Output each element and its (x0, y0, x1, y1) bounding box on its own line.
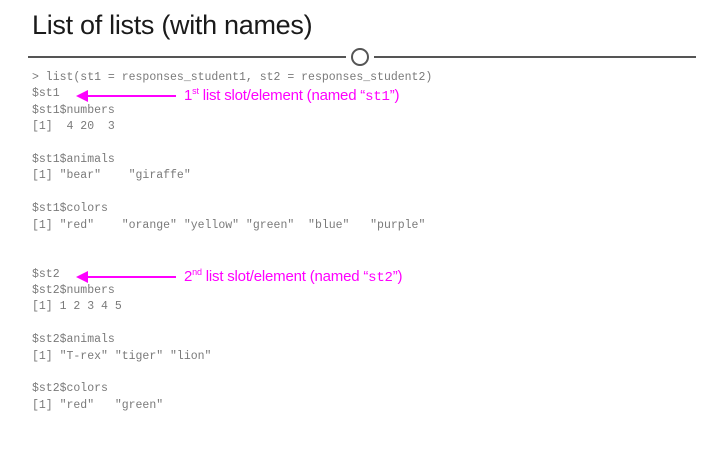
blank-line (32, 316, 432, 332)
blank-line (32, 136, 432, 152)
callout-st2: 2nd list slot/element (named “st2”) (76, 267, 403, 286)
code-line: [1] 1 2 3 4 5 (32, 300, 122, 314)
code-line: $st1$colors (32, 202, 108, 216)
code-line: > list(st1 = responses_student1, st2 = r… (32, 71, 433, 84)
code-line: $st2 (32, 267, 60, 281)
blank-line (32, 250, 432, 266)
code-line: [1] "red" "green" (32, 398, 164, 412)
blank-line (32, 234, 432, 250)
code-line: $st2$animals (32, 333, 115, 347)
blank-line (32, 365, 432, 381)
blank-line (32, 185, 432, 201)
arrow-left-icon (76, 89, 176, 102)
code-line: [1] "bear" "giraffe" (32, 169, 191, 183)
code-line: [1] "red" "orange" "yellow" "green" "blu… (32, 218, 426, 232)
code-line: $st1$numbers (32, 103, 115, 117)
code-line: $st1$animals (32, 152, 115, 166)
code-line: $st1 (32, 87, 60, 101)
r-console-output: > list(st1 = responses_student1, st2 = r… (32, 70, 432, 414)
callout-st1-label: 1st list slot/element (named “st1”) (184, 86, 400, 105)
callout-st2-label: 2nd list slot/element (named “st2”) (184, 267, 403, 286)
code-line: [1] 4 20 3 (32, 120, 115, 134)
divider-circle-icon (351, 48, 369, 66)
code-line: $st2$colors (32, 382, 108, 396)
title-divider (28, 48, 696, 66)
callout-st1: 1st list slot/element (named “st1”) (76, 86, 400, 105)
slide-title: List of lists (with names) (32, 10, 313, 40)
code-line: [1] "T-rex" "tiger" "lion" (32, 349, 212, 363)
arrow-left-icon (76, 270, 176, 283)
code-line: $st2$numbers (32, 284, 115, 298)
